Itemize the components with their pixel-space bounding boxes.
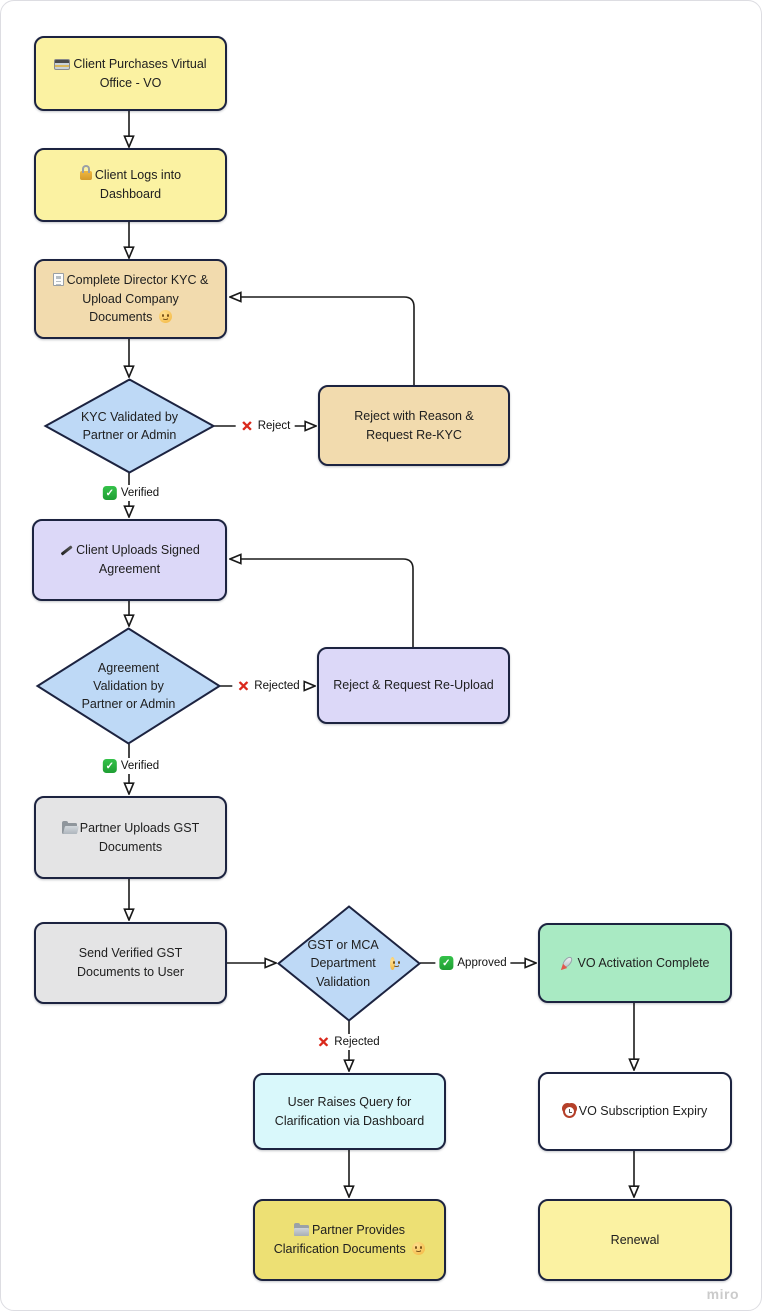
- edge-label-text: Reject: [257, 420, 291, 432]
- edge-label-agreement-rejected[interactable]: Rejected: [232, 678, 304, 694]
- edge-label-dept-rejected[interactable]: Rejected: [312, 1034, 384, 1050]
- node-label: Reject with Reason & Request Re-KYC: [354, 408, 474, 442]
- node-label: Client Logs into Dashboard: [94, 168, 182, 201]
- node-label: Partner Provides Clarification Documents: [273, 1223, 406, 1256]
- node-renewal[interactable]: Renewal: [538, 1199, 732, 1281]
- node-client-purchases-vo[interactable]: Client Purchases Virtual Office - VO: [34, 36, 227, 111]
- green-check-icon: [102, 486, 117, 500]
- node-label: VO Subscription Expiry: [578, 1104, 708, 1119]
- node-label: Complete Director KYC & Upload Company D…: [66, 272, 209, 325]
- green-check-icon: [102, 759, 117, 773]
- green-check-icon: [439, 956, 454, 970]
- node-label: Client Purchases Virtual Office - VO: [73, 56, 207, 90]
- edge-label-text: Verified: [120, 487, 160, 499]
- edge-label-kyc-verified[interactable]: Verified: [98, 485, 164, 501]
- node-label: Partner Uploads GST Documents: [79, 820, 200, 854]
- diamond-shape: [43, 378, 216, 474]
- alarm-clock-icon: [562, 1105, 576, 1119]
- node-send-verified-gst[interactable]: Send Verified GST Documents to User: [34, 922, 227, 1004]
- red-x-icon: [316, 1035, 330, 1049]
- folder-icon: [293, 1223, 309, 1237]
- pen-icon: [59, 544, 73, 556]
- node-reject-request-rekyc[interactable]: Reject with Reason & Request Re-KYC: [318, 385, 510, 466]
- edge-label-dept-approved[interactable]: Approved: [435, 955, 511, 971]
- node-client-login-dashboard[interactable]: Client Logs into Dashboard: [34, 148, 227, 222]
- node-vo-activation-complete[interactable]: VO Activation Complete: [538, 923, 732, 1003]
- edge-label-text: Approved: [457, 957, 507, 969]
- diamond-shape: [35, 627, 222, 745]
- edge-label-kyc-reject[interactable]: Reject: [235, 418, 295, 434]
- node-partner-clarification-docs[interactable]: Partner Provides Clarification Documents: [253, 1199, 446, 1281]
- diamond-shape: [276, 905, 422, 1022]
- node-partner-uploads-gst[interactable]: Partner Uploads GST Documents: [34, 796, 227, 879]
- node-label: Send Verified GST Documents to User: [77, 946, 184, 979]
- credit-card-icon: [54, 58, 71, 70]
- decision-gst-mca-validation[interactable]: GST or MCA Department Validation: [276, 905, 422, 1022]
- node-client-uploads-agreement[interactable]: Client Uploads Signed Agreement: [32, 519, 227, 601]
- smiley-icon: [158, 310, 172, 324]
- open-folder-icon: [61, 820, 77, 834]
- node-complete-director-kyc[interactable]: Complete Director KYC & Upload Company D…: [34, 259, 227, 339]
- node-label: Renewal: [610, 1232, 660, 1247]
- edge-label-text: Rejected: [254, 680, 300, 692]
- decision-agreement-validation[interactable]: Agreement Validation by Partner or Admin: [35, 627, 222, 745]
- node-label: Reject & Request Re-Upload: [333, 678, 494, 693]
- node-reject-request-reupload[interactable]: Reject & Request Re-Upload: [317, 647, 510, 724]
- node-vo-subscription-expiry[interactable]: VO Subscription Expiry: [538, 1072, 732, 1151]
- node-label: GST or MCA Department Validation: [277, 905, 421, 1022]
- miro-watermark: miro: [706, 1286, 739, 1302]
- edge-label-text: Verified: [120, 760, 160, 772]
- edge-label-text: Rejected: [334, 1036, 380, 1048]
- edge-label-agreement-verified[interactable]: Verified: [98, 758, 164, 774]
- smiley-icon: [389, 957, 401, 970]
- document-icon: [52, 272, 64, 286]
- node-label: Agreement Validation by Partner or Admin: [81, 660, 176, 712]
- smiley-icon: [412, 1242, 426, 1255]
- node-label: KYC Validated by Partner or Admin: [80, 409, 179, 442]
- node-label: Client Uploads Signed Agreement: [76, 543, 200, 576]
- red-x-icon: [240, 419, 254, 433]
- decision-kyc-validation[interactable]: KYC Validated by Partner or Admin: [43, 378, 216, 474]
- node-label: User Raises Query for Clarification via …: [274, 1094, 425, 1128]
- node-user-raises-query[interactable]: User Raises Query for Clarification via …: [253, 1073, 446, 1150]
- rocket-icon: [560, 956, 574, 970]
- red-x-icon: [236, 679, 250, 693]
- node-label: VO Activation Complete: [577, 955, 710, 970]
- lock-icon: [79, 165, 92, 181]
